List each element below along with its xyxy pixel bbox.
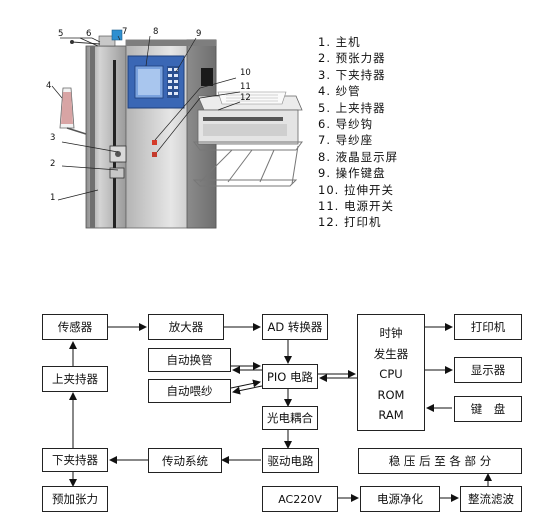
regulated-output-block: 稳 压 后 至 各 部 分 xyxy=(358,448,522,474)
parts-legend: 1. 主机 2. 预张力器 3. 下夹持器 4. 纱管 5. 上夹持器 6. 导… xyxy=(318,34,518,228)
legend-item: 9. 操作键盘 xyxy=(318,166,386,181)
machine-illustration: 5 6 7 8 9 10 11 12 4 3 2 1 xyxy=(46,27,303,229)
ac220v-block: AC220V xyxy=(262,486,338,512)
legend-item: 2. 预张力器 xyxy=(318,51,386,66)
callout-9: 9 xyxy=(196,29,201,39)
callout-3: 3 xyxy=(50,133,55,143)
callout-4: 4 xyxy=(46,81,51,91)
transmission-block: 传动系统 xyxy=(148,448,222,473)
callout-8: 8 xyxy=(153,27,158,37)
power-filter-block: 电源净化 xyxy=(360,486,440,512)
upper-clamp-block: 上夹持器 xyxy=(42,366,108,392)
callout-2: 2 xyxy=(50,159,55,169)
leader-lines xyxy=(51,35,241,201)
legend-item: 7. 导纱座 xyxy=(318,133,374,148)
callout-5: 5 xyxy=(58,29,63,39)
amplifier-block: 放大器 xyxy=(148,314,224,340)
bobbin xyxy=(59,87,87,135)
cpu-block: 时钟 发生器 CPU ROM RAM xyxy=(357,314,425,431)
printer-shelf xyxy=(192,91,303,187)
top-devices xyxy=(70,29,123,47)
legend-item: 11. 电源开关 xyxy=(318,199,394,214)
auto-feed-block: 自动喂纱 xyxy=(148,379,231,403)
cpu-line-rom: ROM xyxy=(377,387,405,402)
pio-circuit-block: PIO 电路 xyxy=(262,364,318,389)
rectifier-block: 整流滤波 xyxy=(460,486,522,512)
legend-item: 3. 下夹持器 xyxy=(318,67,386,82)
clamps xyxy=(109,145,127,179)
drive-circuit-block: 驱动电路 xyxy=(262,448,319,473)
legend-item: 4. 纱管 xyxy=(318,84,361,99)
optocoupler-block: 光电耦合 xyxy=(262,406,318,430)
cpu-line-ram: RAM xyxy=(378,408,404,422)
callout-12: 12 xyxy=(240,93,251,103)
callout-7: 7 xyxy=(122,27,127,37)
legend-item: 5. 上夹持器 xyxy=(318,100,386,115)
callout-10: 10 xyxy=(240,68,251,78)
legend-item: 6. 导纱钩 xyxy=(318,117,374,132)
callout-1: 1 xyxy=(50,193,55,203)
display-block: 显示器 xyxy=(454,357,522,383)
ad-converter-block: AD 转换器 xyxy=(262,314,328,340)
cpu-line-clock: 时钟 xyxy=(379,326,403,340)
cpu-line-cpu: CPU xyxy=(379,367,403,381)
cpu-line-generator: 发生器 xyxy=(373,346,409,361)
printer-block: 打印机 xyxy=(454,314,522,340)
legend-item: 10. 拉伸开关 xyxy=(318,182,394,197)
pretension-block: 预加张力 xyxy=(42,486,108,512)
keyboard-block: 键 盘 xyxy=(454,396,522,422)
control-panel xyxy=(127,55,185,157)
callout-6: 6 xyxy=(86,29,91,39)
callout-11: 11 xyxy=(240,82,251,92)
auto-change-block: 自动换管 xyxy=(148,348,231,372)
legend-item: 8. 液晶显示屏 xyxy=(318,149,399,164)
legend-item: 1. 主机 xyxy=(318,35,361,49)
callout-numbers: 5 6 7 8 9 10 11 12 4 3 2 1 xyxy=(46,27,251,203)
legend-item: 12. 打印机 xyxy=(318,215,382,228)
lower-clamp-block: 下夹持器 xyxy=(42,448,108,472)
sensor-block: 传感器 xyxy=(42,314,108,340)
